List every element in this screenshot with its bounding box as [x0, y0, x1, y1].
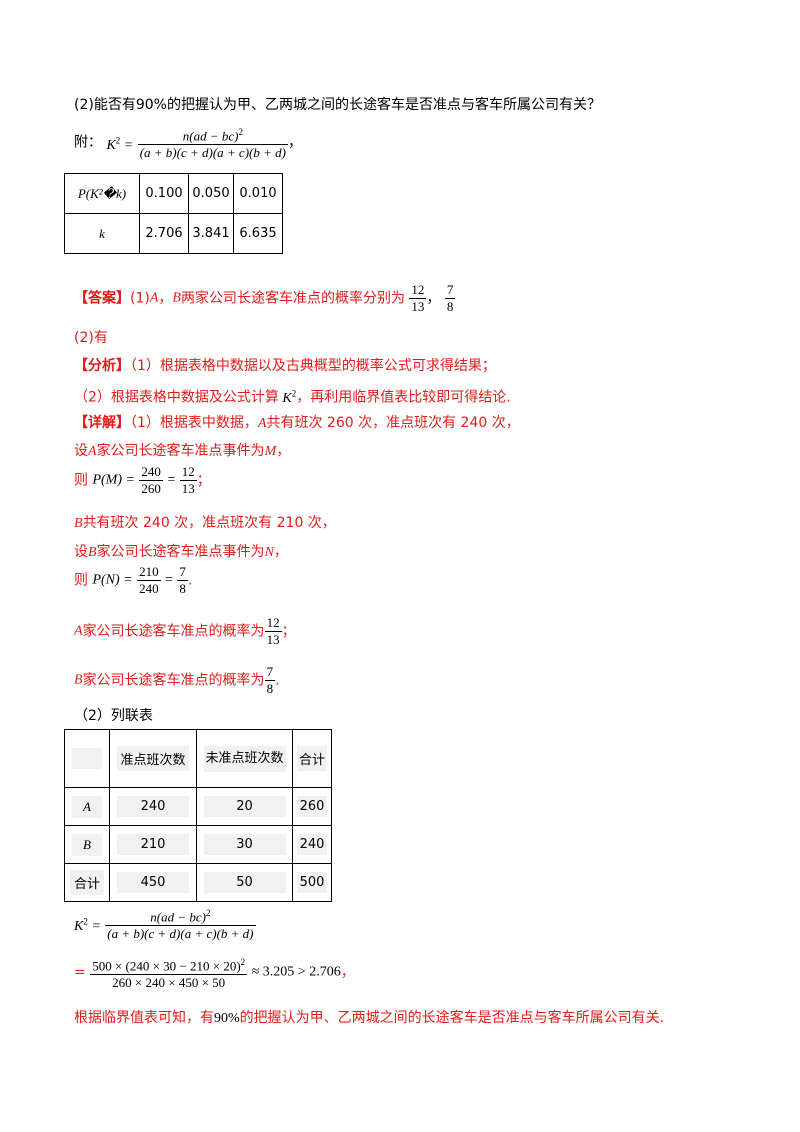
k2-value-fraction: 500 × (240 × 30 − 210 × 20)2 260 × 240 ×…: [90, 957, 248, 991]
answer-part2: (2)有: [74, 330, 108, 346]
appendix-formula: 附： K2 = n(ad − bc)2 (a + b)(c + d)(a + c…: [74, 124, 302, 166]
k2-formula: K2 = n(ad − bc)2 (a + b)(c + d)(a + c)(b…: [74, 905, 256, 945]
table-row: P(K²�k) 0.100 0.050 0.010: [64, 173, 283, 214]
conclusion: 根据临界值表可知，有90%的把握认为甲、乙两城之间的长途客车是否准点与客车所属公…: [74, 1010, 665, 1026]
analysis-k2: K2: [278, 388, 297, 406]
value-cell: 500: [292, 863, 332, 902]
value-cell: 240: [109, 787, 197, 826]
detail-text1-rest: 共有班次 260 次，准点班次有 240 次，: [266, 415, 520, 431]
analysis-line1: 【分析】（1）根据表格中数据以及古典概型的概率公式可求得结果；: [74, 356, 496, 376]
analysis-text2a: （2）根据表格中数据及公式计算: [74, 389, 279, 406]
pn-lhs: P(N) =: [92, 572, 133, 588]
k-value-cell: 2.706: [139, 213, 189, 254]
value-cell: 260: [292, 787, 332, 826]
answer-b: B: [172, 290, 181, 306]
answer-text: 两家公司长途客车准点的概率分别为: [180, 290, 405, 307]
value-cell: 240: [292, 825, 332, 864]
question-label: (2): [74, 97, 94, 113]
detail-line4: B共有班次 240 次，准点班次有 210 次，: [74, 515, 336, 531]
k-label-cell: k: [64, 213, 140, 254]
header-cell: 准点班次数: [109, 729, 197, 788]
row-label-cell: B: [64, 825, 110, 864]
header-cell: 合计: [292, 729, 332, 788]
table-row: k 2.706 3.841 6.635: [64, 213, 283, 254]
detail-line9: （2）列联表: [74, 708, 153, 724]
table-row: B 210 30 240: [64, 825, 332, 864]
k2-symbol: K2 =: [106, 134, 134, 153]
appendix-fraction: n(ad − bc)2 (a + b)(c + d)(a + c)(b + d): [137, 127, 288, 161]
answer-part1-prefix: (1): [130, 290, 150, 307]
contingency-table: 准点班次数 未准点班次数 合计 A 240 20 260 B 210 30 24…: [64, 729, 332, 902]
answer-tag: 【答案】: [74, 290, 130, 307]
table-row: A 240 20 260: [64, 787, 332, 826]
answer-a: A: [149, 290, 159, 306]
critical-value-table: P(K²�k) 0.100 0.050 0.010 k 2.706 3.841 …: [64, 173, 283, 254]
p-value-cell: 0.010: [233, 173, 283, 214]
appendix-label: 附：: [74, 134, 102, 151]
value-cell: 20: [196, 787, 293, 826]
k2-lhs: K2 =: [74, 915, 101, 934]
k-value-cell: 6.635: [233, 213, 283, 254]
analysis-text2b: ，再利用临界值表比较即可得结论.: [296, 389, 511, 406]
value-cell: 30: [196, 825, 293, 864]
conclusion-percent: 90%: [214, 1011, 240, 1026]
k2-result: ≈ 3.205 > 2.706: [251, 964, 341, 980]
row-label-cell: A: [64, 787, 110, 826]
question-text: 能否有90%的把握认为甲、乙两城之间的长途客车是否准点与客车所属公司有关？: [93, 97, 601, 113]
k2-eq: =: [74, 964, 86, 981]
pm-lhs: P(M) =: [92, 472, 135, 488]
header-cell: 未准点班次数: [196, 729, 293, 788]
question-line: (2)能否有90%的把握认为甲、乙两城之间的长途客车是否准点与客车所属公司有关？: [74, 95, 601, 115]
table-row: 准点班次数 未准点班次数 合计: [64, 729, 332, 788]
analysis-text1: （1）根据表格中数据以及古典概型的概率公式可求得结果；: [130, 358, 496, 374]
detail-a: A: [257, 416, 267, 431]
answer-comma: ，: [426, 290, 441, 307]
row-label-cell: 合计: [64, 863, 110, 902]
value-cell: 450: [109, 863, 197, 902]
detail-tag: 【详解】: [74, 415, 130, 431]
p-value-cell: 0.050: [188, 173, 234, 214]
table-row: 合计 450 50 500: [64, 863, 332, 902]
k2-fraction: n(ad − bc)2 (a + b)(c + d)(a + c)(b + d): [105, 908, 256, 942]
p-header-cell: P(K²�k): [64, 173, 140, 214]
value-cell: 50: [196, 863, 293, 902]
analysis-tag: 【分析】: [74, 358, 130, 374]
value-cell: 210: [109, 825, 197, 864]
analysis-line2: （2）根据表格中数据及公式计算 K2，再利用临界值表比较即可得结论.: [74, 383, 511, 409]
detail-line2: 设A家公司长途客车准点事件为M，: [74, 443, 291, 459]
p-value-cell: 0.100: [139, 173, 189, 214]
detail-line5: 设B家公司长途客车准点事件为N，: [74, 544, 288, 560]
answer-sep: ，: [158, 290, 173, 307]
detail-text1: （1）根据表中数据，: [130, 415, 258, 431]
appendix-trailing: ，: [287, 134, 302, 151]
k2-computation: = 500 × (240 × 30 − 210 × 20)2 260 × 240…: [74, 954, 355, 994]
k-value-cell: 3.841: [188, 213, 234, 254]
detail-line1: 【详解】（1）根据表中数据，A共有班次 260 次，准点班次有 240 次，: [74, 413, 520, 434]
header-cell-empty: [64, 729, 110, 788]
